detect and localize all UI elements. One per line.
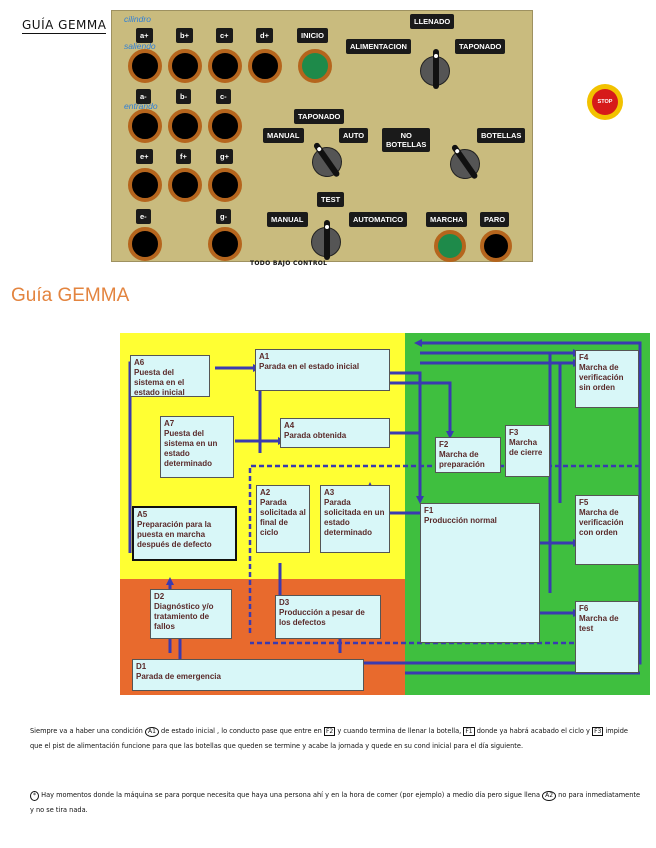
button-c-minus[interactable] — [208, 109, 242, 143]
note-cilindro: cilindro — [124, 14, 151, 24]
label-e-minus: e- — [136, 209, 151, 224]
label-botellas: BOTELLAS — [477, 128, 526, 143]
paro-button[interactable] — [480, 230, 512, 262]
button-b-plus[interactable] — [168, 49, 202, 83]
label-automatico: AUTOMATICO — [349, 212, 408, 227]
ref-a2: A2 — [542, 791, 557, 801]
label-g-plus: g+ — [216, 149, 233, 164]
label-no-botellas: NO BOTELLAS — [382, 128, 431, 152]
button-g-minus[interactable] — [208, 227, 242, 261]
label-b-minus: b- — [176, 89, 192, 104]
button-f-plus[interactable] — [168, 168, 202, 202]
control-panel: cilindro saliendo entrando a+ b+ c+ d+ a… — [111, 10, 623, 262]
ref-a1: A1 — [144, 727, 159, 737]
label-g-minus: g- — [216, 209, 232, 224]
button-g-plus[interactable] — [208, 168, 242, 202]
label-marcha: MARCHA — [426, 212, 468, 227]
label-f-plus: f+ — [176, 149, 191, 164]
ref-f2: F2 — [323, 727, 336, 736]
test-selector-switch[interactable] — [311, 220, 341, 260]
label-manual-1: MANUAL — [263, 128, 304, 143]
label-taponado-top: TAPONADO — [455, 39, 506, 54]
section-title: Guía GEMMA — [11, 285, 130, 306]
note-entrando: entrando — [124, 101, 158, 111]
button-a-minus[interactable] — [128, 109, 162, 143]
marcha-button[interactable] — [434, 230, 466, 262]
label-c-minus: c- — [216, 89, 231, 104]
handwritten-title: GUÍA GEMMA — [22, 18, 107, 34]
note-paragraph-1: Siempre va a haber una condición A1 de e… — [30, 727, 628, 750]
label-alimentacion: ALIMENTACION — [346, 39, 411, 54]
label-manual-2: MANUAL — [267, 212, 308, 227]
label-taponado-mid: TAPONADO — [294, 109, 345, 124]
label-llenado: LLENADO — [410, 14, 455, 29]
ref-f3: F3 — [592, 727, 604, 736]
button-a-plus[interactable] — [128, 49, 162, 83]
manual-auto-selector-switch[interactable] — [306, 141, 348, 183]
label-paro: PARO — [480, 212, 510, 227]
button-e-plus[interactable] — [128, 168, 162, 202]
label-d-plus: d+ — [256, 28, 273, 43]
process-selector-switch[interactable] — [420, 49, 450, 89]
button-c-plus[interactable] — [208, 49, 242, 83]
label-inicio: INICIO — [297, 28, 328, 43]
button-e-minus[interactable] — [128, 227, 162, 261]
label-b-plus: b+ — [176, 28, 193, 43]
panel-caption: TODO BAJO CONTROL — [250, 260, 328, 267]
label-test: TEST — [317, 192, 345, 207]
label-e-plus: e+ — [136, 149, 153, 164]
ref-f1: F1 — [463, 727, 475, 736]
note-paragraph-2: * Hay momentos donde la máquina se para … — [30, 791, 641, 814]
note-saliendo: saliendo — [124, 41, 156, 51]
star-mark: * — [30, 791, 39, 801]
stop-button[interactable]: STOP — [587, 84, 623, 120]
button-b-minus[interactable] — [168, 109, 202, 143]
label-auto: AUTO — [339, 128, 369, 143]
label-a-minus: a- — [136, 89, 151, 104]
label-c-plus: c+ — [216, 28, 233, 43]
stop-label: STOP — [592, 89, 618, 115]
label-a-plus: a+ — [136, 28, 153, 43]
botellas-selector-switch[interactable] — [444, 143, 486, 185]
inicio-button[interactable] — [298, 49, 332, 83]
button-d-plus[interactable] — [248, 49, 282, 83]
